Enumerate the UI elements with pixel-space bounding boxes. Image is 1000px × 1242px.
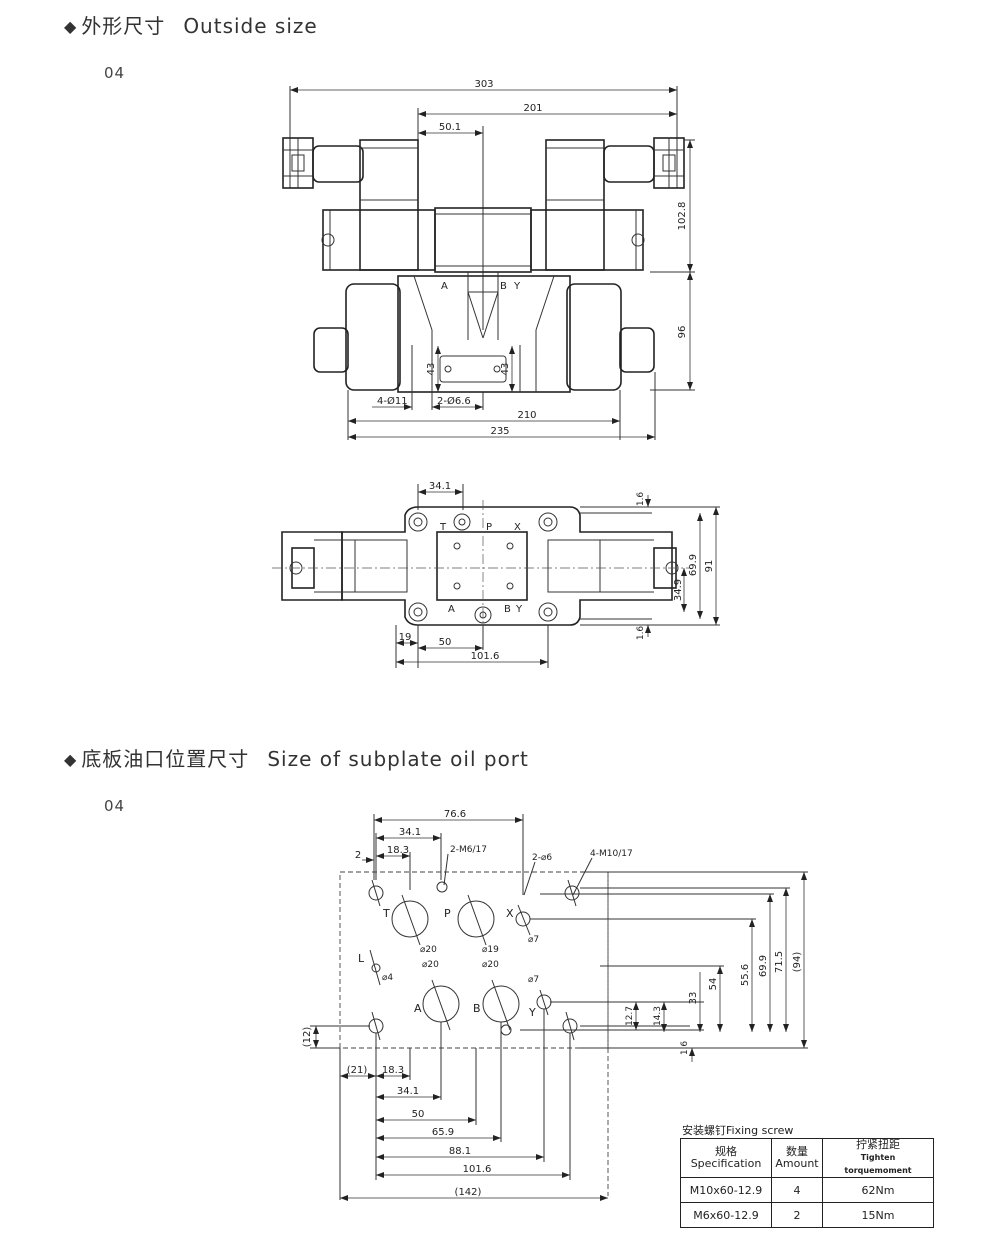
dim-96: 96 (677, 326, 688, 339)
port-B: B (504, 604, 511, 615)
dim-101-6: 101.6 (471, 651, 500, 662)
dim-50-1: 50.1 (439, 122, 461, 133)
dim-69-9: 69.9 (688, 554, 699, 576)
title-cn: 底板油口位置尺寸 (81, 747, 250, 771)
port-P: P (486, 522, 492, 533)
model-number: 04 (104, 797, 126, 815)
dim-210: 210 (517, 410, 536, 421)
dim-55-6: 55.6 (740, 964, 751, 986)
dim-1-6: 1.6 (680, 1041, 690, 1056)
dim-65-9: 65.9 (432, 1127, 454, 1138)
dim-4-phi11: 4-Ø11 (377, 395, 408, 407)
dim-54: 54 (708, 978, 719, 991)
subplate-drawing: 76.6 34.1 18.3 2 2-M6/17 2-⌀6 4-M10/17 (302, 809, 808, 1201)
fixing-screw-caption: 安装螺钉Fixing screw (682, 1124, 794, 1137)
dim-43-right: 43 (500, 363, 511, 376)
model-number: 04 (104, 64, 126, 82)
dim-34-1-bottom: 34.1 (397, 1086, 419, 1097)
port-Y: Y (528, 1006, 536, 1019)
dim-69-9: 69.9 (758, 955, 769, 977)
table-row: M6x60-12.9 2 15Nm (680, 1202, 934, 1228)
dim-91: 91 (704, 560, 715, 573)
label-4-M10-17: 4-M10/17 (590, 849, 633, 859)
dim-201: 201 (523, 103, 542, 114)
dim-12-7: 12.7 (625, 1006, 635, 1026)
dim-21: (21) (347, 1065, 368, 1076)
cell-torque: 15Nm (822, 1202, 934, 1228)
dim-88-1: 88.1 (449, 1146, 471, 1157)
label-2-phi6: 2-⌀6 (532, 853, 552, 863)
cell-torque: 62Nm (822, 1177, 934, 1203)
cell-amount: 4 (771, 1177, 823, 1203)
port-A: A (414, 1002, 422, 1015)
title-cn: 外形尺寸 (81, 14, 166, 38)
dim-18-3: 18.3 (387, 845, 409, 856)
dim-50-bottom: 50 (412, 1109, 425, 1120)
port-X: X (514, 522, 521, 533)
dim-101-6-bottom: 101.6 (463, 1164, 492, 1175)
port-B: B (500, 281, 507, 292)
dim-71-5: 71.5 (774, 951, 785, 973)
port-Y: Y (515, 604, 523, 615)
port-P: P (444, 907, 451, 920)
diamond-bullet-icon: ◆ (64, 750, 78, 769)
label-phi7-X: ⌀7 (528, 935, 539, 945)
dim-2-phi6-6: 2-Ø6.6 (437, 395, 471, 407)
dim-43-left: 43 (426, 363, 437, 376)
port-X: X (506, 907, 514, 920)
port-T: T (382, 907, 390, 920)
dim-12: (12) (302, 1027, 313, 1048)
label-phi4: ⌀4 (382, 973, 393, 983)
dim-1-6-top: 1.6 (636, 492, 646, 507)
front-view: 303 201 50.1 (282, 79, 695, 440)
dim-1-6-bottom: 1.6 (636, 626, 646, 641)
dim-235: 235 (490, 426, 509, 437)
dim-94: (94) (792, 952, 803, 973)
port-A: A (448, 604, 455, 615)
diamond-bullet-icon: ◆ (64, 17, 78, 36)
dim-18-3-bottom: 18.3 (382, 1065, 404, 1076)
dim-34-9: 34.9 (673, 579, 684, 601)
title-en: Size of subplate oil port (267, 747, 529, 771)
dim-2: 2 (355, 850, 361, 861)
label-phi20-B: ⌀20 (482, 960, 499, 970)
title-en: Outside size (183, 14, 318, 38)
dim-76-6: 76.6 (444, 809, 466, 820)
cell-spec: M10x60-12.9 (680, 1177, 772, 1203)
dim-34-1: 34.1 (429, 481, 451, 492)
label-phi7-Y: ⌀7 (528, 975, 539, 985)
top-view: 34.1 T P X A B Y 1.6 1.6 (272, 481, 720, 668)
cell-amount: 2 (771, 1202, 823, 1228)
port-Y: Y (513, 281, 521, 292)
dim-303: 303 (474, 79, 493, 90)
dim-142: (142) (455, 1187, 482, 1198)
port-B: B (473, 1002, 481, 1015)
label-phi20-T: ⌀20 (420, 945, 437, 955)
dim-19: 19 (399, 632, 412, 643)
section-title-outside-size: ◆外形尺寸 Outside size (64, 10, 318, 39)
port-L: L (358, 952, 365, 965)
dim-50: 50 (439, 637, 452, 648)
dim-14-3: 14.3 (653, 1006, 663, 1026)
label-phi19: ⌀19 (482, 945, 499, 955)
dim-102-8: 102.8 (677, 202, 688, 231)
dim-33: 33 (688, 992, 699, 1005)
label-phi20-A: ⌀20 (422, 960, 439, 970)
dim-34-1: 34.1 (399, 827, 421, 838)
port-T: T (439, 522, 447, 533)
label-2-M6-17: 2-M6/17 (450, 845, 487, 855)
port-A: A (441, 281, 448, 292)
section-title-subplate: ◆底板油口位置尺寸 Size of subplate oil port (64, 743, 529, 772)
cell-spec: M6x60-12.9 (680, 1202, 772, 1228)
table-row: M10x60-12.9 4 62Nm (680, 1177, 934, 1203)
